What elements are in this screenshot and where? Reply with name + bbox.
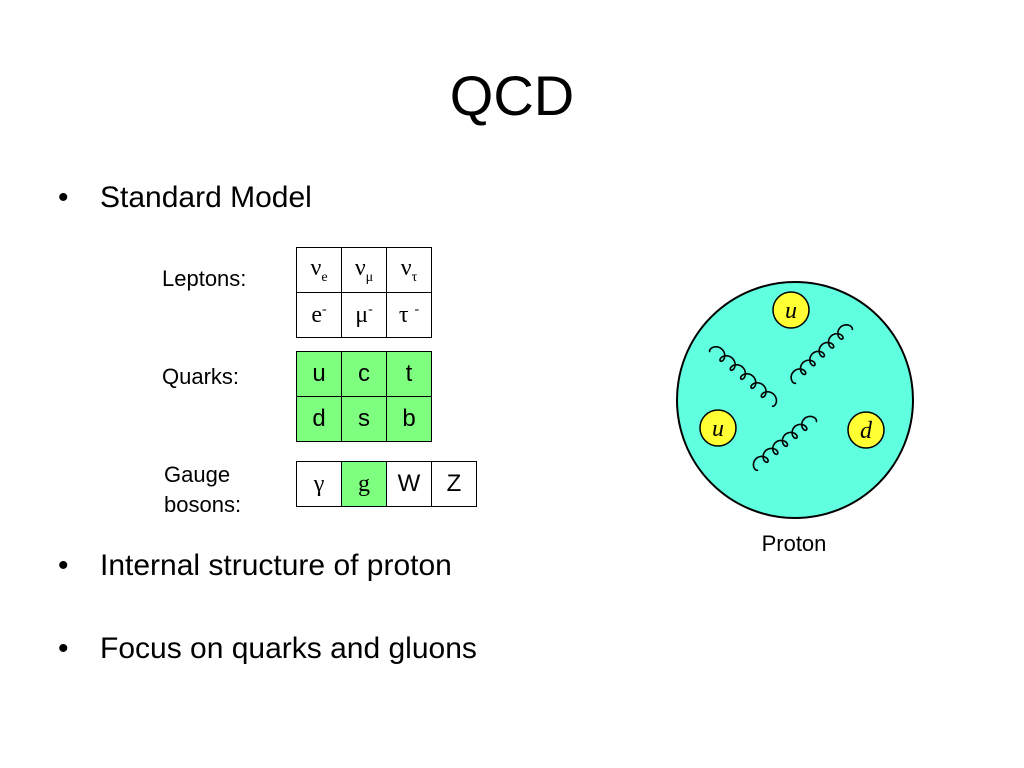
lepton-cell: μ- — [341, 292, 387, 338]
proton-label: Proton — [761, 531, 827, 556]
gluon-spring-1 — [708, 345, 778, 408]
proton-svg: u u d — [676, 281, 914, 519]
gauge-label-line2: bosons: — [164, 492, 242, 517]
boson-cell-z: Z — [431, 461, 477, 507]
leptons-label: Leptons: — [162, 266, 247, 291]
quark-u-top: u — [772, 291, 810, 329]
quark-cell: t — [386, 351, 432, 397]
bullet-standard-model: • Standard Model — [58, 180, 312, 216]
slide-title: QCD — [449, 64, 575, 127]
boson-cell-gluon: g — [341, 461, 387, 507]
quarks-table: u c t d s b — [296, 351, 432, 442]
gauge-bosons-label: Gauge bosons: — [164, 460, 241, 520]
proton-circle — [676, 281, 914, 519]
boson-cell-w: W — [386, 461, 432, 507]
gauge-bosons-table: γ g W Z — [296, 461, 477, 507]
bullet-text: Focus on quarks and gluons — [100, 632, 477, 665]
svg-text:u: u — [712, 416, 724, 442]
svg-text:d: d — [860, 418, 873, 444]
leptons-table: νe νμ ντ e- μ- τ - — [296, 247, 432, 338]
boson-cell-photon: γ — [296, 461, 342, 507]
bullet-focus: • Focus on quarks and gluons — [58, 631, 477, 667]
lepton-cell: e- — [296, 292, 342, 338]
quark-cell: c — [341, 351, 387, 397]
bullet-text: Internal structure of proton — [100, 549, 452, 582]
quarks-label: Quarks: — [162, 364, 240, 389]
lepton-cell: νe — [296, 247, 342, 293]
quark-d-right: d — [847, 411, 885, 449]
quark-cell: u — [296, 351, 342, 397]
lepton-cell: νμ — [341, 247, 387, 293]
gauge-label-line1: Gauge — [164, 462, 231, 487]
gluon-spring-2 — [790, 324, 854, 385]
bullet-dot: • — [58, 181, 69, 214]
svg-text:u: u — [785, 298, 797, 324]
quark-cell: b — [386, 396, 432, 442]
proton-diagram: u u d — [676, 280, 916, 525]
lepton-cell: τ - — [386, 292, 432, 338]
quark-cell: d — [296, 396, 342, 442]
bullet-text: Standard Model — [100, 181, 312, 214]
lepton-cell: ντ — [386, 247, 432, 293]
quark-u-left: u — [699, 409, 737, 447]
bullet-dot: • — [58, 632, 69, 665]
bullet-dot: • — [58, 549, 69, 582]
bullet-internal-structure: • Internal structure of proton — [58, 548, 452, 584]
quark-cell: s — [341, 396, 387, 442]
gluon-spring-3 — [752, 415, 818, 472]
